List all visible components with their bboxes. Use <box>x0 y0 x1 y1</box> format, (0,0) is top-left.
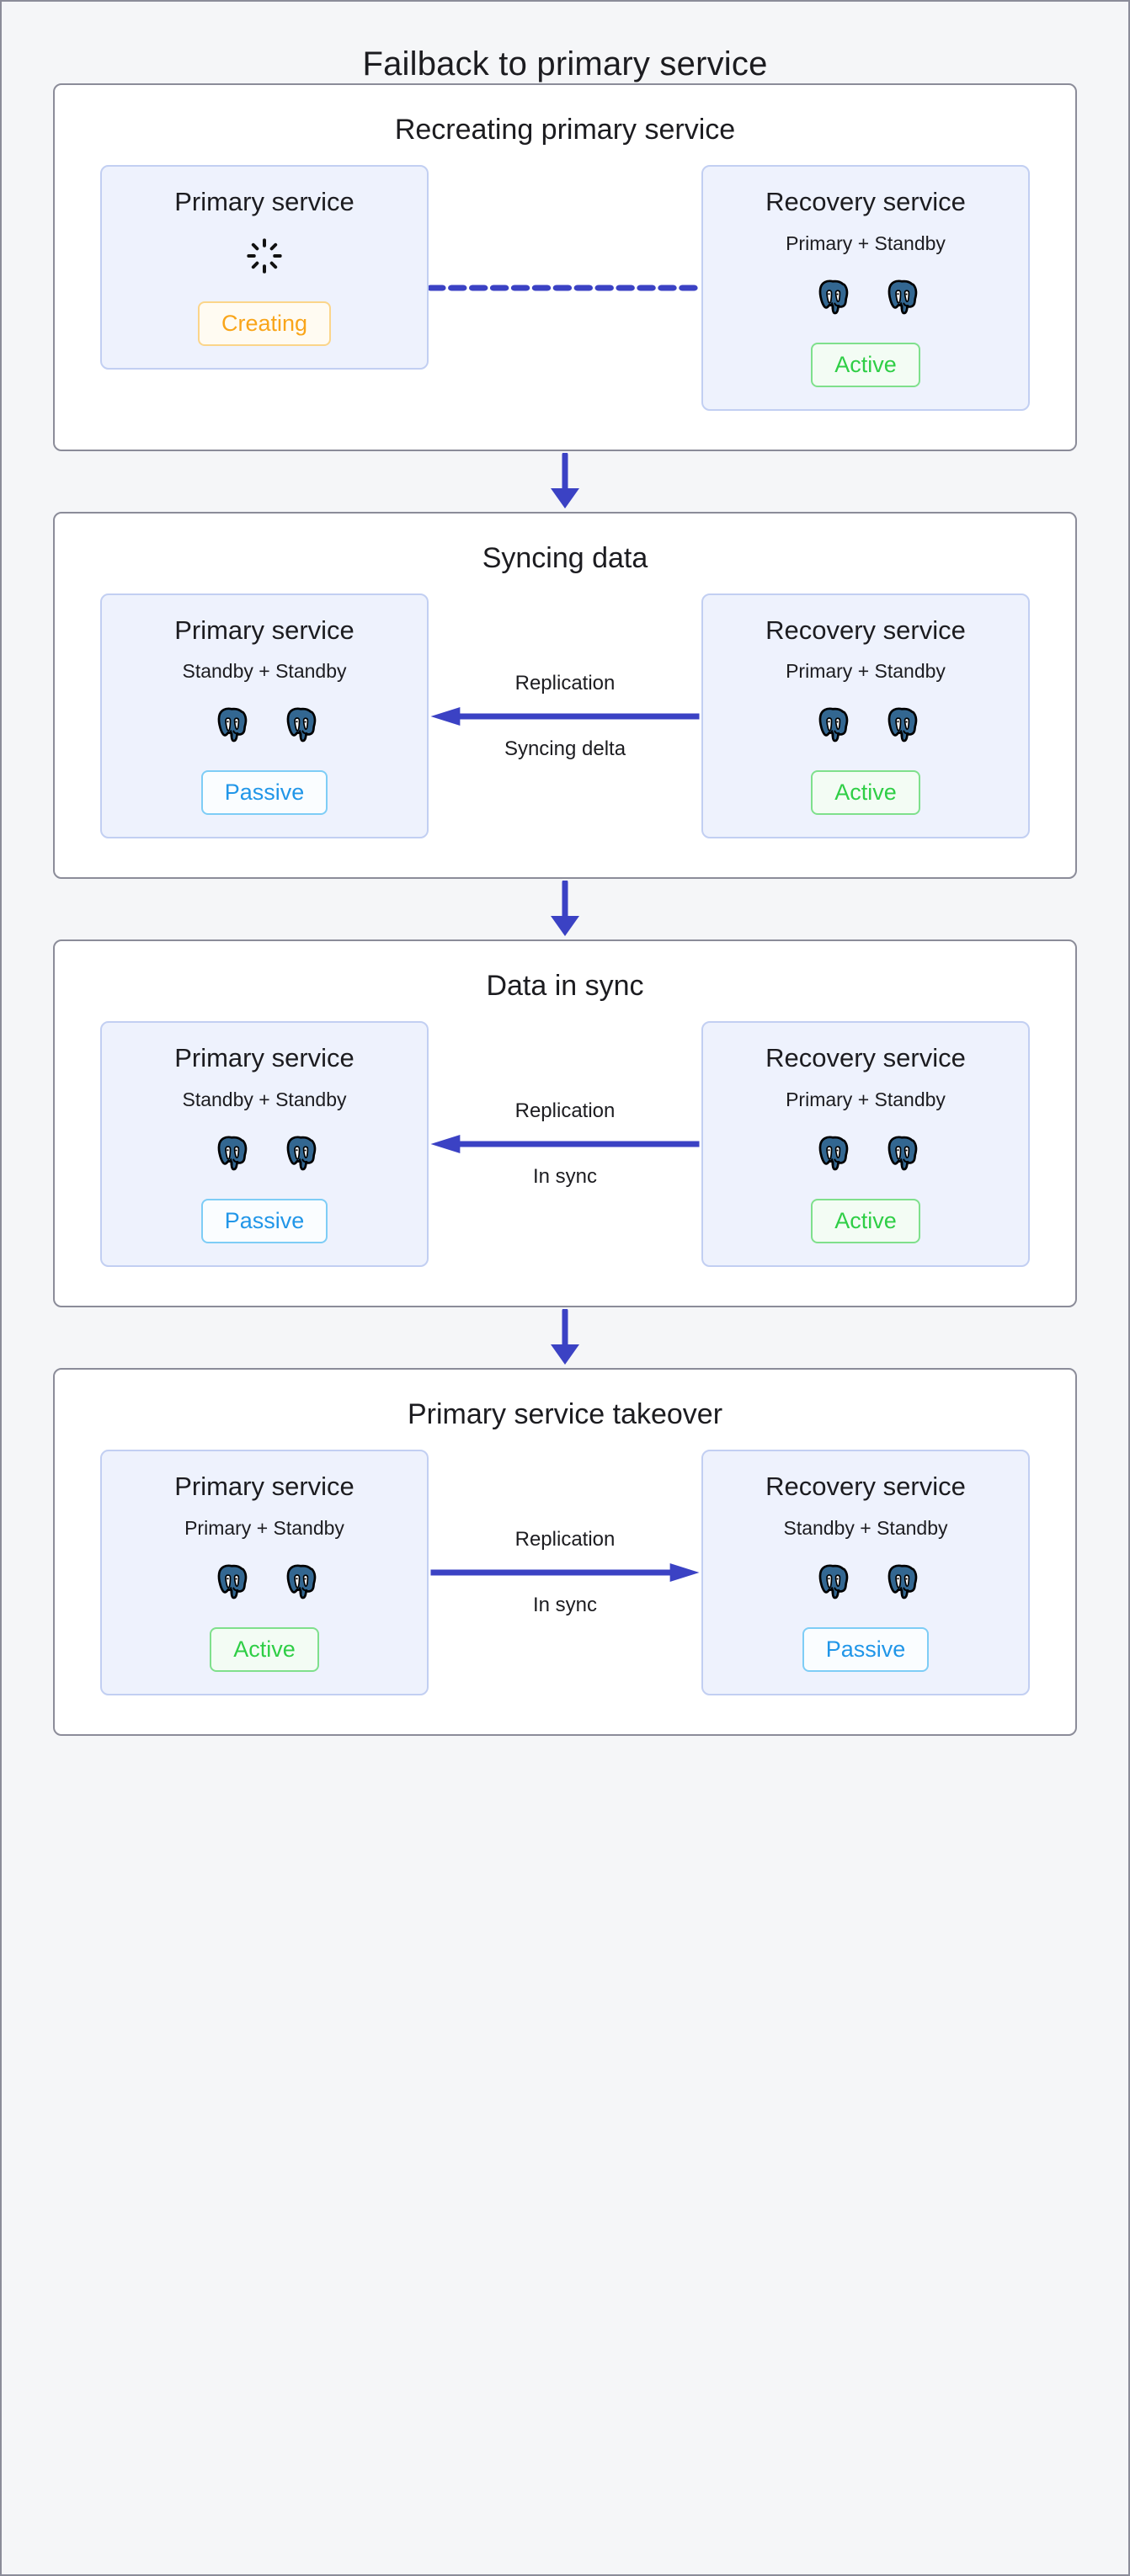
stage-body: Primary service Standby + Standby <box>55 1011 1075 1306</box>
service-roles: Standby + Standby <box>182 660 347 683</box>
postgresql-elephant-icon <box>818 279 849 314</box>
service-name: Recovery service <box>765 1472 966 1502</box>
stage-title: Data in sync <box>486 970 644 1003</box>
stage-card: Primary service takeover Primary service… <box>53 1368 1077 1736</box>
postgresql-elephant-icon <box>887 1136 918 1171</box>
postgresql-elephant-icon <box>286 1564 317 1599</box>
postgresql-elephant-icon <box>818 707 849 742</box>
connector-bottom-label: Syncing delta <box>504 737 626 760</box>
service-name: Recovery service <box>765 1043 966 1073</box>
postgresql-elephant-icon <box>887 1564 918 1599</box>
status-badge: Passive <box>802 1626 930 1672</box>
replication-connector: Replication In sync <box>429 1450 701 1695</box>
postgresql-elephant-icon <box>818 1564 849 1599</box>
down-arrow-icon <box>551 1309 579 1365</box>
connector-top-label: Replication <box>514 1527 616 1551</box>
status-badge: Passive <box>200 1199 328 1244</box>
stage-card: Recreating primary service Primary servi… <box>53 83 1077 451</box>
service-roles: Primary + Standby <box>786 1088 946 1111</box>
replication-connector: Replication In sync <box>429 1021 701 1267</box>
stage-card: Syncing data Primary service Standby + S… <box>53 511 1077 880</box>
service-name: Primary service <box>174 1043 354 1073</box>
service-roles: Standby + Standby <box>182 1088 347 1111</box>
replication-arrow-left-icon <box>430 706 700 726</box>
database-node-list <box>808 701 923 748</box>
stage-list: Recreating primary service Primary servi… <box>2 83 1128 1736</box>
service-name: Recovery service <box>765 615 966 645</box>
right-service-card[interactable]: Recovery service Primary + Standby <box>701 165 1030 411</box>
stage-transition-arrow <box>2 879 1128 939</box>
right-service-card[interactable]: Recovery service Primary + Standby <box>701 1021 1030 1268</box>
page-title: Failback to primary service <box>362 45 768 82</box>
postgresql-elephant-icon <box>818 1136 849 1171</box>
service-name: Recovery service <box>765 187 966 216</box>
replication-connector <box>429 165 701 411</box>
stage-card: Data in sync Primary service Standby + S… <box>53 939 1077 1308</box>
service-roles: Primary + Standby <box>184 1516 344 1539</box>
status-badge: Active <box>811 1199 920 1244</box>
stage-body: Primary service Creating Recovery servic… <box>55 155 1075 450</box>
stage-title: Syncing data <box>482 541 648 574</box>
stage-title: Primary service takeover <box>407 1398 723 1431</box>
replication-arrow-left-icon <box>430 1135 700 1154</box>
postgresql-elephant-icon <box>887 707 918 742</box>
database-node-list <box>808 274 923 321</box>
postgresql-elephant-icon <box>887 279 918 314</box>
dashed-connector-icon <box>429 285 701 291</box>
replication-connector: Replication Syncing delta <box>429 593 701 839</box>
down-arrow-icon <box>551 452 579 508</box>
left-service-card[interactable]: Primary service Standby + Standby <box>100 1021 429 1268</box>
stage-transition-arrow <box>2 1307 1128 1368</box>
creating-spinner <box>245 232 284 279</box>
loading-spinner-icon <box>247 237 282 274</box>
postgresql-elephant-icon <box>217 707 248 742</box>
service-name: Primary service <box>174 187 354 216</box>
status-badge: Active <box>811 342 920 387</box>
replication-arrow-right-icon <box>430 1562 700 1582</box>
left-service-card[interactable]: Primary service Creating <box>100 165 429 370</box>
stage-transition-arrow <box>2 451 1128 512</box>
connector-top-label: Replication <box>514 671 616 695</box>
right-service-card[interactable]: Recovery service Standby + Standby <box>701 1450 1030 1695</box>
right-service-card[interactable]: Recovery service Primary + Standby <box>701 593 1030 839</box>
status-badge: Active <box>811 770 920 816</box>
database-node-list <box>207 1558 322 1605</box>
connector-bottom-label: In sync <box>532 1593 598 1616</box>
postgresql-elephant-icon <box>286 707 317 742</box>
database-node-list <box>207 701 322 748</box>
left-service-card[interactable]: Primary service Primary + Standby <box>100 1450 429 1695</box>
connector-top-label: Replication <box>514 1099 616 1123</box>
postgresql-elephant-icon <box>217 1564 248 1599</box>
down-arrow-icon <box>551 881 579 937</box>
database-node-list <box>207 1130 322 1177</box>
stage-body: Primary service Primary + Standby <box>55 1440 1075 1734</box>
service-name: Primary service <box>174 615 354 645</box>
stage-body: Primary service Standby + Standby <box>55 583 1075 878</box>
service-roles: Standby + Standby <box>783 1516 948 1539</box>
postgresql-elephant-icon <box>217 1136 248 1171</box>
left-service-card[interactable]: Primary service Standby + Standby <box>100 593 429 839</box>
database-node-list <box>808 1558 923 1605</box>
connector-bottom-label: In sync <box>532 1165 598 1189</box>
stage-title: Recreating primary service <box>394 114 736 146</box>
status-badge: Active <box>210 1626 319 1672</box>
service-roles: Primary + Standby <box>786 660 946 683</box>
status-badge: Passive <box>200 770 328 816</box>
postgresql-elephant-icon <box>286 1136 317 1171</box>
service-roles: Primary + Standby <box>786 232 946 254</box>
service-name: Primary service <box>174 1472 354 1502</box>
status-badge: Creating <box>197 301 332 346</box>
database-node-list <box>808 1130 923 1177</box>
